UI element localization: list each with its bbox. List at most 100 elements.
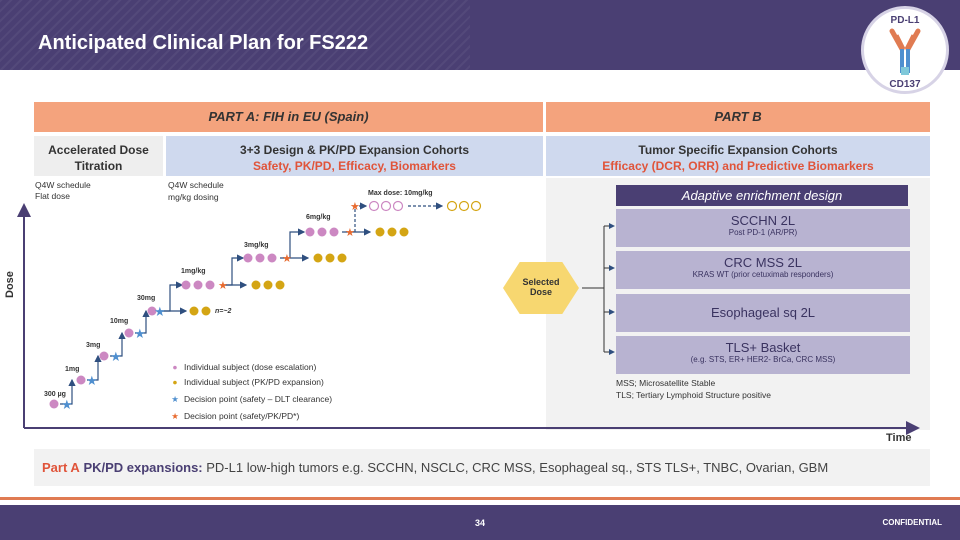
- orange-star-icon: ★: [282, 252, 292, 265]
- abbrev-tls: TLS; Tertiary Lymphoid Structure positiv…: [616, 390, 771, 400]
- dose-300ug: 300 µg: [44, 391, 66, 398]
- gold-dot: [325, 253, 335, 263]
- gold-dot: [201, 306, 211, 316]
- blue-star-icon: ★: [61, 398, 73, 413]
- accel-region: [34, 178, 163, 430]
- cohort-main: Esophageal sq 2L: [710, 305, 816, 320]
- pink-dot: [267, 253, 277, 263]
- gold-open-dot: [470, 200, 482, 212]
- pink-dot: [317, 227, 327, 237]
- abbrev-mss: MSS; Microsatellite Stable: [616, 378, 716, 388]
- footer-accent-line: [0, 497, 960, 500]
- cohort-main: TLS+ Basket: [725, 340, 801, 355]
- footer-bar: [0, 505, 960, 540]
- tumor-subtitle: Efficacy (DCR, ORR) and Predictive Bioma…: [602, 159, 874, 173]
- cohort-box: SCCHN 2L Post PD-1 (AR/PR): [616, 209, 910, 247]
- pink-dot: [205, 280, 215, 290]
- pink-dot: [255, 253, 265, 263]
- pkpd-expansion-note: Part A PK/PD expansions: PD-L1 low-high …: [34, 449, 930, 486]
- dose-10mg: 10mg: [110, 318, 129, 325]
- dose-max: Max dose: 10mg/kg: [368, 190, 433, 197]
- dose-6mgkg: 6mg/kg: [306, 214, 331, 221]
- gold-dot: [387, 227, 397, 237]
- header-pattern: [0, 0, 470, 70]
- page-title: Anticipated Clinical Plan for FS222: [38, 32, 369, 54]
- pink-dot: [147, 306, 157, 316]
- logo-top-label: PD-L1: [890, 15, 920, 26]
- blue-star-icon: ★: [110, 350, 122, 365]
- legend-blue-star-label: Decision point (safety – DLT clearance): [184, 394, 333, 404]
- antibody-logo: PD-L1 CD137: [861, 6, 949, 94]
- orange-star-legend-icon: ★: [171, 411, 179, 421]
- part-a-band: PART A: FIH in EU (Spain): [34, 102, 543, 132]
- pink-dot: [181, 280, 191, 290]
- note-text: PD-L1 low-high tumors e.g. SCCHN, NSCLC,…: [202, 460, 829, 475]
- gold-dot: [251, 280, 261, 290]
- selected-dose-line1: Selected: [522, 277, 560, 287]
- note-part-a: Part A: [42, 460, 80, 475]
- gold-dot: [399, 227, 409, 237]
- legend-orange-star-label: Decision point (safety/PK/PD*): [184, 411, 300, 421]
- cohort-size: n=~2: [215, 308, 232, 315]
- tumor-title: Tumor Specific Expansion Cohorts: [638, 143, 838, 157]
- page-number: 34: [474, 518, 485, 528]
- accel-dose-label: Accelerated Dose Titration: [48, 143, 149, 173]
- pink-dot: [193, 280, 203, 290]
- legend-pink-label: Individual subject (dose escalation): [184, 362, 317, 372]
- schedule-flat-1: Q4W schedule: [35, 180, 91, 190]
- gold-dot: [275, 280, 285, 290]
- legend-blue-star: ★ Decision point (safety – DLT clearance): [170, 394, 332, 405]
- selected-dose-line2: Dose: [529, 287, 552, 297]
- gold-dot-icon: ●: [172, 377, 178, 387]
- note-pkpd: PK/PD expansions:: [83, 460, 203, 475]
- dose-1mg: 1mg: [65, 366, 80, 373]
- dose-3mg: 3mg: [86, 342, 101, 349]
- design-title: 3+3 Design & PK/PD Expansion Cohorts: [239, 143, 470, 157]
- orange-star-icon: ★: [345, 226, 355, 239]
- adaptive-design-header: Adaptive enrichment design: [616, 185, 908, 206]
- gold-dot: [375, 227, 385, 237]
- pink-dot-icon: ●: [172, 362, 178, 372]
- dose-1mgkg: 1mg/kg: [181, 268, 206, 275]
- gold-dot: [313, 253, 323, 263]
- orange-star-icon: ★: [218, 279, 228, 292]
- cohort-sub: (e.g. STS, ER+ HER2- BrCa, CRC MSS): [690, 355, 836, 364]
- cohort-box: Esophageal sq 2L: [616, 294, 910, 332]
- tumor-header: Tumor Specific Expansion Cohorts Efficac…: [546, 136, 930, 176]
- blue-star-icon: ★: [86, 374, 98, 389]
- legend-pink: ● Individual subject (dose escalation): [170, 362, 316, 372]
- blue-star-icon: ★: [154, 305, 166, 320]
- dose-3mgkg: 3mg/kg: [244, 242, 269, 249]
- gold-dot: [337, 253, 347, 263]
- schedule-mg-2: mg/kg dosing: [168, 192, 219, 202]
- cohort-main: SCCHN 2L: [730, 213, 796, 228]
- cohort-box: CRC MSS 2L KRAS WT (prior cetuximab resp…: [616, 251, 910, 289]
- legend-gold-label: Individual subject (PK/PD expansion): [184, 377, 324, 387]
- pink-dot: [76, 375, 86, 385]
- pink-open-dot: [380, 200, 392, 212]
- cohort-sub: KRAS WT (prior cetuximab responders): [692, 270, 834, 279]
- header-bar: [0, 0, 960, 70]
- x-axis-label: Time: [886, 432, 912, 444]
- pink-dot: [99, 351, 109, 361]
- pink-open-dot: [368, 200, 380, 212]
- legend-orange-star: ★ Decision point (safety/PK/PD*): [170, 411, 299, 422]
- pink-dot: [243, 253, 253, 263]
- cohort-box: TLS+ Basket (e.g. STS, ER+ HER2- BrCa, C…: [616, 336, 910, 374]
- pink-open-dot: [392, 200, 404, 212]
- dose-30mg: 30mg: [137, 295, 156, 302]
- antibody-icon: [889, 28, 921, 75]
- blue-star-legend-icon: ★: [171, 394, 179, 404]
- pink-dot: [124, 328, 134, 338]
- blue-star-icon: ★: [134, 327, 146, 342]
- y-axis-label: Dose: [4, 271, 16, 298]
- accel-dose-header: Accelerated Dose Titration: [34, 136, 163, 176]
- gold-dot: [189, 306, 199, 316]
- gold-open-dot: [446, 200, 458, 212]
- selected-dose-hexagon: Selected Dose: [503, 262, 579, 314]
- cohort-sub: Post PD-1 (AR/PR): [728, 228, 798, 237]
- pink-dot: [305, 227, 315, 237]
- gold-dot: [263, 280, 273, 290]
- schedule-mg-1: Q4W schedule: [168, 180, 224, 190]
